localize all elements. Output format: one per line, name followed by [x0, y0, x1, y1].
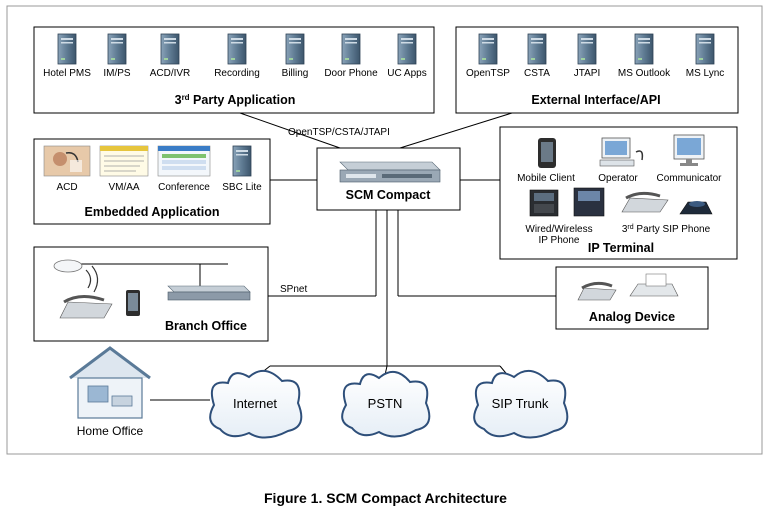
- tp-server-uc-apps: [397, 33, 417, 65]
- external-title: External Interface/API: [531, 93, 660, 107]
- scm-appliance-image: [339, 161, 441, 183]
- embedded-item-vmaa: VM/AA: [108, 182, 139, 193]
- outer-frame: [6, 5, 763, 455]
- tp-item-door-phone: Door Phone: [324, 68, 378, 79]
- tp-item-hotel-pms: Hotel PMS: [43, 68, 91, 79]
- tp-server-im-ps: [107, 33, 127, 65]
- architecture-diagram: Hotel PMS IM/PS ACD/IVR Recording Billing Doo…: [6, 5, 763, 455]
- cloud-shape-pstn: [341, 371, 431, 438]
- ext-server-ms-lync: [695, 33, 715, 65]
- home-office-label: Home Office: [77, 424, 144, 438]
- wireless-access-point-icon: [53, 259, 99, 293]
- analog-phone-icon: [577, 281, 617, 301]
- operator-console-icon: [599, 137, 644, 167]
- house-icon: [69, 346, 151, 419]
- mobile-phone-icon: [538, 138, 556, 168]
- external-interface-group: OpenTSP CSTA JTAPI MS Outlook MS Lync Extern…: [455, 26, 739, 114]
- connection-lines: [150, 112, 556, 401]
- analog-title: Analog Device: [589, 310, 675, 324]
- ip-wired-label-line1: Wired/Wireless: [525, 224, 592, 235]
- ip-terminal-group: Mobile Client Operator Communicator Wire…: [499, 126, 738, 260]
- tp-server-door-phone: [341, 33, 361, 65]
- conference-image: [157, 145, 211, 177]
- ip-sip-phone-label: 3rd Party SIP Phone: [622, 224, 711, 236]
- sbc-lite-server: [232, 145, 252, 177]
- ip-desk-phone-icon: [529, 187, 605, 217]
- ip-operator-label: Operator: [598, 173, 638, 184]
- external-servers: OpenTSP CSTA JTAPI MS Outlook MS Lync: [466, 33, 725, 79]
- branch-mobile-icon: [126, 290, 140, 316]
- vmaa-image: [99, 145, 149, 177]
- third-party-servers: Hotel PMS IM/PS ACD/IVR Recording Billing Doo…: [43, 33, 427, 79]
- network-clouds: Internet PSTN SIP Trunk: [209, 370, 569, 439]
- ext-item-ms-outlook: MS Outlook: [618, 68, 671, 79]
- sip-phone-icon: [621, 191, 713, 215]
- ext-server-csta: [527, 33, 547, 65]
- tp-server-acd-ivr: [160, 33, 180, 65]
- analog-device-group: Analog Device: [555, 266, 709, 330]
- tp-item-billing: Billing: [282, 68, 309, 79]
- branch-gateway-icon: [167, 285, 251, 301]
- branch-office-group: Branch Office SPnet: [33, 246, 307, 342]
- ip-wired-label-line2: IP Phone: [539, 235, 580, 246]
- api-link-label: OpenTSP/CSTA/JTAPI: [288, 127, 390, 138]
- external-box: [455, 26, 739, 114]
- cloud-label-sip-trunk: SIP Trunk: [492, 396, 549, 411]
- tp-item-acd-ivr: ACD/IVR: [150, 68, 191, 79]
- cloud-shape-internet: [209, 370, 303, 439]
- ip-mobile-client-label: Mobile Client: [517, 173, 575, 184]
- embedded-item-acd: ACD: [56, 182, 77, 193]
- cloud-label-pstn: PSTN: [368, 396, 403, 411]
- spnet-label: SPnet: [280, 284, 307, 295]
- ext-item-ms-lync: MS Lync: [686, 68, 725, 79]
- ext-server-jtapi: [577, 33, 597, 65]
- acd-image: [43, 145, 91, 177]
- tp-item-uc-apps: UC Apps: [387, 68, 426, 79]
- embedded-title: Embedded Application: [85, 205, 220, 219]
- scm-title: SCM Compact: [346, 188, 432, 202]
- ip-terminal-title: IP Terminal: [588, 241, 654, 255]
- branch-title: Branch Office: [165, 319, 247, 333]
- embedded-item-conference: Conference: [158, 182, 210, 193]
- home-office-group: Home Office: [69, 346, 151, 438]
- tp-server-recording: [227, 33, 247, 65]
- embedded-item-sbc-lite: SBC Lite: [222, 182, 262, 193]
- cloud-shape-sip-trunk: [473, 370, 569, 439]
- tp-server-billing: [285, 33, 305, 65]
- scm-compact-group: SCM Compact: [316, 147, 461, 211]
- embedded-application-group: ACD VM/AA Conference SBC Lite Embedded A…: [33, 138, 271, 225]
- ext-item-csta: CSTA: [524, 68, 550, 79]
- cloud-label-internet: Internet: [233, 396, 277, 411]
- tp-item-recording: Recording: [214, 68, 260, 79]
- ip-communicator-label: Communicator: [656, 173, 722, 184]
- tp-server-hotel-pms: [57, 33, 77, 65]
- communicator-monitor-icon: [673, 134, 705, 166]
- third-party-title: 3rd Party Application: [175, 93, 296, 108]
- ext-item-jtapi: JTAPI: [574, 68, 600, 79]
- fax-machine-icon: [629, 273, 679, 297]
- third-party-application-group: Hotel PMS IM/PS ACD/IVR Recording Billing Doo…: [33, 26, 435, 114]
- tp-item-im-ps: IM/PS: [103, 68, 131, 79]
- ext-server-opentsp: [478, 33, 498, 65]
- branch-desk-phone-icon: [59, 295, 113, 319]
- ext-item-opentsp: OpenTSP: [466, 68, 510, 79]
- figure-caption: Figure 1. SCM Compact Architecture: [264, 490, 507, 506]
- ext-server-ms-outlook: [634, 33, 654, 65]
